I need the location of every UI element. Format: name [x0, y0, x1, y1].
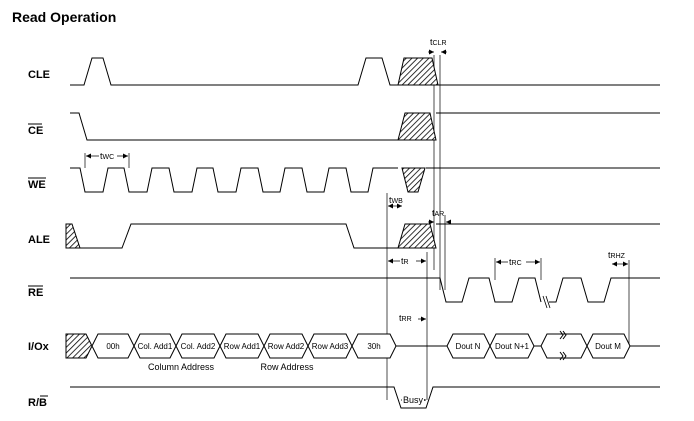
signal-label-io: I/Ox — [28, 341, 50, 353]
signal-label-re: RE — [28, 287, 43, 299]
trr-label: tRR — [399, 313, 412, 323]
signal-label-we: WE — [28, 179, 46, 191]
signal-label-rb: R/B — [28, 397, 47, 409]
signal-label-cle: CLE — [28, 69, 50, 81]
tar-label: tAR — [432, 208, 444, 218]
io-box-row-add3: Row Add3 — [312, 342, 349, 351]
twb-label: tWB — [389, 195, 403, 205]
io-bus — [65, 330, 660, 361]
io-box-row-add2: Row Add2 — [268, 342, 305, 351]
io-box-dout-n: Dout N — [456, 342, 481, 351]
io-box-row-add1: Row Add1 — [224, 342, 261, 351]
re-waveform — [70, 277, 660, 309]
io-box-col-add2: Col. Add2 — [181, 342, 216, 351]
column-address-label: Column Address — [148, 362, 215, 372]
trhz-label: tRHZ — [608, 250, 626, 260]
io-box-dout-m: Dout M — [595, 342, 621, 351]
ale-waveform — [65, 223, 660, 249]
we-waveform — [70, 167, 660, 193]
rb-waveform — [70, 386, 660, 409]
diagram-title: Read Operation — [12, 9, 116, 25]
tr-label: tR — [401, 256, 409, 266]
tclr-label: tCLR — [430, 37, 447, 47]
signal-label-ale: ALE — [28, 234, 50, 246]
trc-label: tRC — [509, 257, 522, 267]
row-address-label: Row Address — [260, 362, 314, 372]
io-box-30h: 30h — [367, 342, 380, 351]
busy-label: Busy — [403, 395, 424, 405]
io-box-dout-n1: Dout N+1 — [495, 342, 530, 351]
twc-label: tWC — [100, 151, 114, 161]
cle-waveform — [70, 57, 660, 86]
io-box-00h: 00h — [106, 342, 119, 351]
ce-waveform — [70, 112, 660, 141]
io-box-col-add1: Col. Add1 — [138, 342, 173, 351]
signal-label-ce: CE — [28, 125, 43, 137]
